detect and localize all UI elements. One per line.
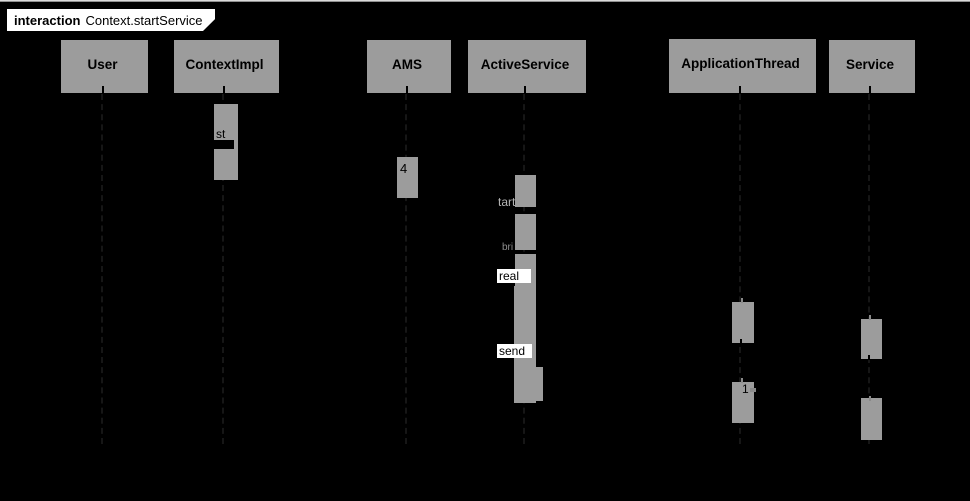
lifeline-label-service: Service: [845, 56, 895, 72]
lifeline-label-contextimpl: ContextImpl: [185, 56, 264, 72]
interaction-title: Context.startService: [85, 12, 203, 28]
lifeline-head-user: User: [61, 40, 148, 93]
lifeline-label-applicationthread: ApplicationThread: [681, 56, 800, 71]
interaction-keyword: interaction: [14, 12, 81, 28]
message-band: [207, 140, 234, 149]
lifeline-tick-activeservice: [524, 86, 526, 94]
lifeline-head-service: Service: [829, 40, 915, 93]
lifeline-tick-contextimpl: [223, 86, 225, 94]
lifeline-tick-applicationthread: [739, 86, 741, 94]
label-fragment-sendargs: send: [497, 344, 532, 358]
activation-service-1: [861, 319, 882, 359]
lifeline-head-contextimpl: ContextImpl: [174, 40, 279, 93]
lifeline-head-ams: AMS: [367, 40, 451, 93]
lifeline-tick-service: [869, 86, 871, 94]
label-fragment-startservice: st: [216, 127, 226, 141]
lifeline-label-activeservice: ActiveService: [480, 56, 570, 72]
label-fragment-start: tart: [498, 195, 516, 209]
lifeline-shadow-dash: [741, 378, 743, 383]
frame-top-border: [0, 0, 970, 2]
lifeline-label-user: User: [87, 56, 118, 72]
label-fragment-schedule: 1: [742, 382, 749, 396]
activation-service-2: [861, 398, 882, 440]
lifeline-shadow-dash: [869, 315, 871, 320]
lifeline-head-applicationthread: ApplicationThread: [669, 39, 816, 93]
lifeline-label-ams: AMS: [392, 56, 422, 72]
interaction-tag: interaction Context.startService: [5, 7, 217, 33]
label-fragment-realstart: real: [497, 269, 531, 283]
label-fragment-speck: [750, 388, 756, 392]
lifeline-service: [868, 94, 870, 444]
lifeline-tick: [740, 339, 742, 344]
lifeline-user: [101, 94, 103, 444]
lifeline-ams: [405, 94, 407, 444]
lifeline-tick-ams: [406, 86, 408, 94]
activation-activeservice-1: [515, 175, 536, 207]
label-fragment-bringup: bri: [502, 242, 514, 253]
lifeline-tick: [868, 355, 870, 360]
activation-activeservice-nested: [523, 367, 543, 401]
activation-ams: [397, 157, 418, 198]
lifeline-tick-user: [102, 86, 104, 94]
label-fragment-ams: 4: [400, 161, 408, 176]
lifeline-applicationthread: [739, 94, 741, 444]
lifeline-head-activeservice: ActiveService: [468, 40, 586, 93]
lifeline-shadow-dash: [869, 396, 871, 401]
activation-activeservice-2: [515, 214, 536, 250]
activation-applicationthread-2: [732, 382, 754, 423]
activation-applicationthread-1: [732, 302, 754, 343]
lifeline-shadow-dash: [741, 298, 743, 303]
interaction-tag-label: interaction Context.startService: [7, 9, 215, 31]
lifeline-contextimpl: [222, 94, 224, 444]
